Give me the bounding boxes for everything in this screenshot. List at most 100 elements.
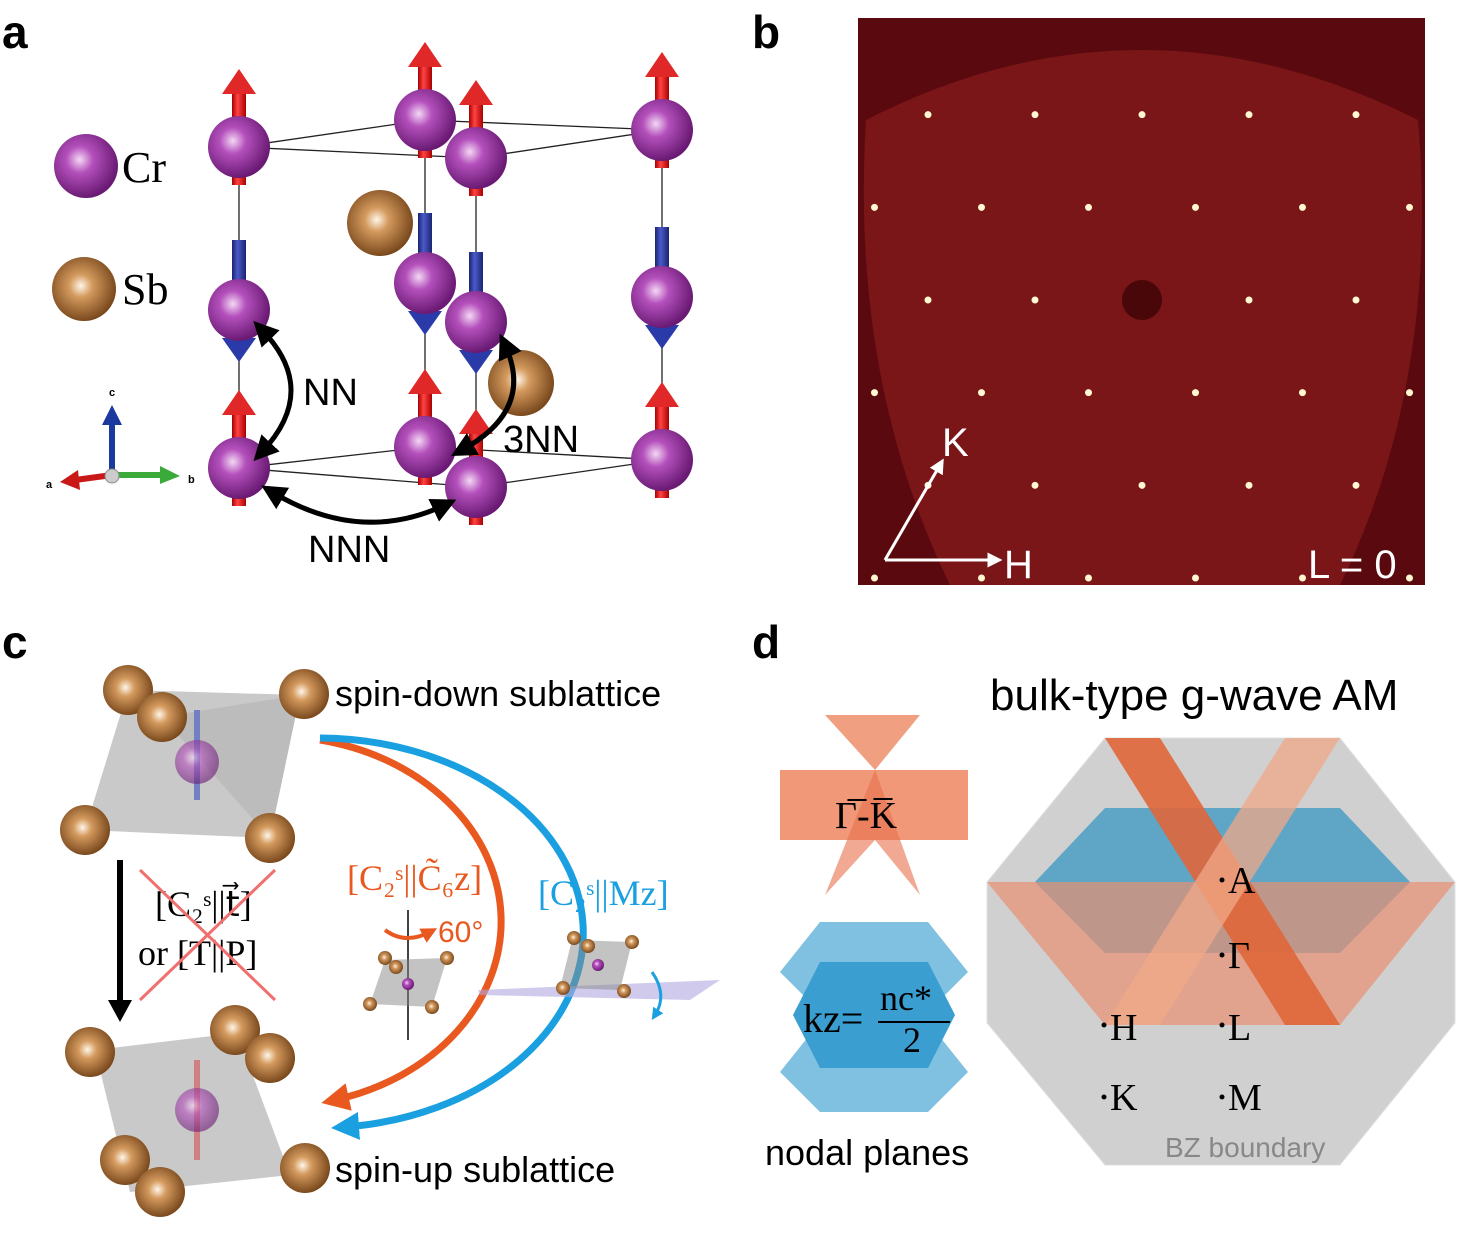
bragg-peak	[1299, 389, 1306, 397]
bragg-peak	[1138, 481, 1146, 489]
cr-atom	[208, 116, 270, 178]
kz-numerator: nc*	[880, 978, 932, 1018]
cr-atom	[394, 252, 456, 314]
point-k: K	[1110, 1077, 1138, 1119]
panel-label-b: b	[752, 6, 780, 58]
cr-atom	[445, 456, 507, 518]
k-axis-label: K	[942, 421, 969, 465]
translation-op-label: [C₂ˢ||t⃗]	[155, 881, 252, 924]
bragg-peak	[1299, 574, 1306, 582]
brillouin-zone	[986, 737, 1456, 1166]
spin-down-arrowhead	[222, 338, 256, 362]
mirror-op-label: [C₂ˢ||Mz]	[538, 873, 669, 913]
spin-down-arrowhead	[459, 350, 493, 374]
small-octahedron-mirror	[556, 931, 639, 998]
bragg-peak	[1031, 296, 1039, 304]
spin-up-arrowhead	[222, 390, 256, 415]
sb-legend-atom	[52, 257, 116, 321]
bragg-peak	[924, 111, 932, 119]
spin-up-arrowhead	[222, 69, 256, 94]
3nn-label: 3NN	[503, 419, 579, 461]
bragg-peak	[978, 574, 985, 582]
rotation-60-arrow	[383, 928, 438, 943]
nnn-label: NNN	[308, 529, 390, 571]
plane-label: L = 0	[1308, 543, 1397, 587]
axis-c-label: c	[109, 387, 115, 399]
kz-nodal-plane-icon: kz= nc* 2	[780, 922, 968, 1112]
axis-a-label: a	[46, 479, 53, 491]
rotation-op-label: [C₂ˢ||C̃₆z]	[347, 858, 482, 898]
tp-op-label: or [T||P]	[138, 933, 257, 973]
bragg-peak	[1406, 203, 1413, 211]
sb-atom	[347, 190, 413, 256]
panel-d-title: bulk-type g-wave AM	[990, 671, 1398, 720]
point-l: L	[1228, 1007, 1251, 1049]
cr-atom	[208, 437, 270, 499]
point-a: A	[1228, 860, 1256, 902]
bragg-peak	[1192, 389, 1199, 397]
bragg-peak	[924, 296, 932, 304]
blue-mirror-arrow	[319, 734, 587, 1140]
cr-atom	[394, 416, 456, 478]
bragg-peak	[871, 389, 878, 397]
bragg-peak	[1406, 574, 1413, 582]
panel-d: d bulk-type g-wave AM Γ̅-K̅ kz= nc* 2 no…	[752, 616, 1456, 1173]
nodal-planes-caption: nodal planes	[765, 1132, 969, 1173]
bragg-peak	[1299, 203, 1306, 211]
spin-down-arrowhead	[408, 311, 442, 335]
spin-up-octahedron	[65, 1005, 330, 1217]
panel-label-d: d	[752, 616, 780, 668]
panel-c: c spin-down sublattice [C₂ˢ||t⃗] or [T||…	[2, 616, 720, 1217]
bragg-peaks	[871, 111, 1413, 582]
point-h: H	[1110, 1007, 1137, 1049]
small-octahedron-rotation	[363, 951, 454, 1014]
bragg-peak	[1352, 111, 1360, 119]
spin-up-caption: spin-up sublattice	[335, 1149, 615, 1190]
spin-up-arrowhead	[408, 42, 442, 67]
bragg-peak	[1406, 389, 1413, 397]
bragg-peak	[1138, 111, 1146, 119]
nn-arrow	[253, 321, 294, 462]
beam-stop	[1122, 280, 1162, 320]
spin-up-arrowhead	[645, 382, 679, 407]
axis-b-label: b	[188, 474, 195, 486]
nn-label: NN	[303, 372, 358, 414]
gamma-k-label: Γ̅-K̅	[835, 795, 898, 837]
point-gamma: Γ	[1228, 935, 1250, 977]
high-symmetry-points: A Γ H L K M	[1101, 860, 1262, 1119]
bragg-peak	[1245, 481, 1253, 489]
kz-denominator: 2	[903, 1020, 921, 1060]
spin-down-octahedron	[60, 665, 329, 863]
bragg-peak	[1245, 296, 1253, 304]
bragg-peak	[1031, 111, 1039, 119]
cr-atom	[631, 429, 693, 491]
panel-label-a: a	[2, 6, 28, 58]
spin-up-arrowhead	[408, 369, 442, 394]
panel-b: b K H L = 0	[752, 6, 1425, 587]
bragg-peak	[978, 203, 985, 211]
bragg-peak	[1245, 111, 1253, 119]
bragg-peak	[1085, 574, 1092, 582]
sb-legend-label: Sb	[122, 265, 168, 314]
bragg-peak	[1192, 574, 1199, 582]
bragg-peak	[1192, 203, 1199, 211]
spin-down-arrowhead	[645, 325, 679, 349]
spin-up-arrowhead	[645, 52, 679, 77]
point-m: M	[1228, 1077, 1262, 1119]
3nn-arrow	[451, 333, 522, 457]
mirror-flip-arrow	[650, 971, 664, 1021]
cross-out-mark	[138, 868, 277, 1002]
spin-up-arrowhead	[459, 80, 493, 105]
cr-lattice	[208, 42, 693, 525]
bz-boundary-caption: BZ boundary	[1165, 1132, 1325, 1163]
cr-legend-label: Cr	[122, 143, 166, 192]
cr-atom	[631, 266, 693, 328]
angle-label: 60°	[438, 916, 483, 949]
bragg-peak	[1352, 296, 1360, 304]
bragg-peak	[871, 203, 878, 211]
cr-atom	[445, 291, 507, 353]
panel-a: a Cr Sb c b a NN NNN 3NN	[2, 6, 693, 571]
bragg-peak	[1085, 389, 1092, 397]
bragg-peak	[978, 389, 985, 397]
